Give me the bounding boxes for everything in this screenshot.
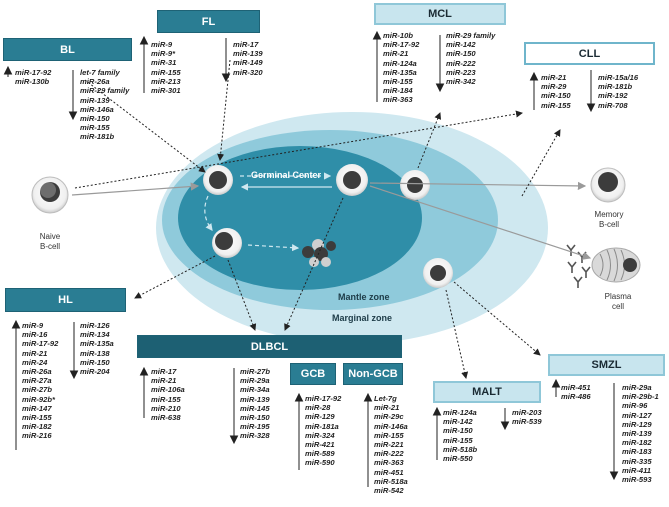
gc-to-memory-arrow [369, 181, 587, 191]
malt-title: MALT [433, 381, 541, 403]
germinal-center-label: Germinal Center [251, 170, 322, 180]
smzl-title: SMZL [548, 354, 665, 376]
mantle-b-cell-icon [400, 170, 430, 200]
gcb-title: GCB [290, 363, 336, 385]
dlbcl-arrow-2 [284, 197, 344, 331]
hl-title: HL [5, 288, 126, 312]
marginal-b-cell-icon [423, 258, 453, 288]
marginal-zone-label: Marginal zone [332, 313, 393, 323]
bl-arrow [84, 79, 206, 173]
centrocyte-cell-icon [212, 228, 242, 258]
gc-cycle-arrows [204, 172, 332, 252]
gc-b-cell-icon [336, 164, 368, 196]
plasma-cell-icon [591, 247, 641, 283]
naive-b-cell-icon [31, 176, 69, 214]
cll-title: CLL [524, 42, 655, 65]
malt-arrow [445, 289, 469, 379]
gc-to-plasma-arrow [369, 185, 592, 260]
fl-title: FL [157, 10, 260, 33]
cll-arrow-2 [521, 129, 561, 197]
hl-arrow [134, 255, 216, 299]
mcl-title: MCL [374, 3, 506, 25]
apoptotic-cell-icon [302, 239, 336, 267]
mcl-arrow [417, 112, 442, 169]
memory-b-cell-icon [590, 167, 626, 203]
arrow-up-icon [3, 30, 561, 487]
bl-title: BL [3, 38, 132, 61]
mantle-zone-label: Mantle zone [338, 292, 390, 302]
smzl-arrow [453, 281, 541, 356]
dlbcl-arrow-1 [227, 259, 257, 331]
nongcb-title: Non-GCB [343, 363, 403, 385]
dlbcl-title: DLBCL [137, 335, 402, 358]
naive-to-gc-arrow [71, 182, 200, 196]
arrow-down-icon [68, 35, 619, 481]
cll-arrow-1 [74, 110, 523, 189]
centroblast-cell-icon [203, 165, 233, 195]
